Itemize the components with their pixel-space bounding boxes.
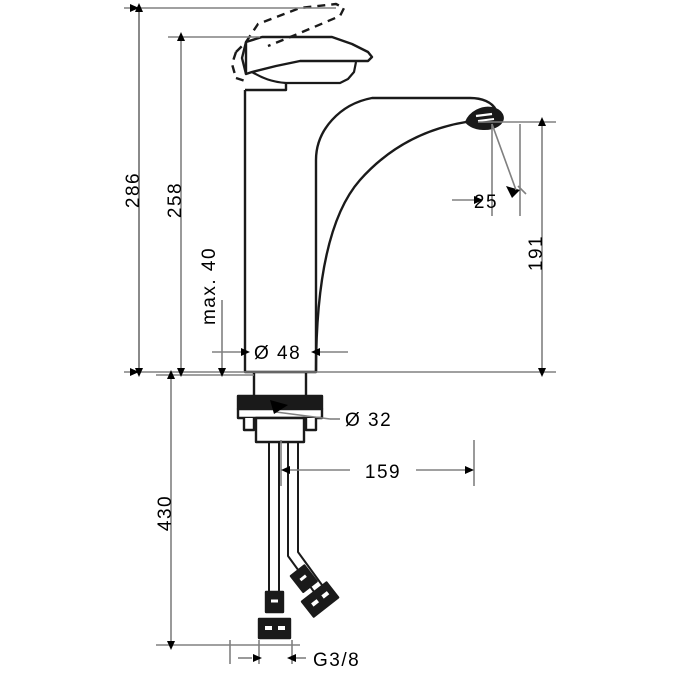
aerator [465,106,504,130]
dim-286-label: 286 [123,172,144,208]
handle-base [245,83,288,92]
dim-258-label: 258 [165,182,186,218]
mounting-shank [252,372,308,396]
spout-inner-curve [314,120,467,373]
lever-handle [244,35,374,76]
handle-open-position-dashed [230,2,346,84]
dimension-lines [124,3,556,664]
dim-d32-label: Ø 32 [345,410,392,431]
hose-left [268,442,280,610]
dim-159-label: 159 [365,462,401,483]
hose-right-connector [300,581,340,618]
mounting-plate-detail [242,418,318,432]
dim-430-label: 430 [155,495,176,531]
handle-neck [240,41,248,75]
faucet-outline [230,2,504,640]
aerator-slot [475,112,493,118]
aerator-slot-2 [477,118,495,122]
dim-191-label: 191 [526,235,547,271]
dim-25-label: 25 [474,192,498,213]
dim-g38-label: G3/8 [313,650,360,671]
hose-right-end [289,564,340,618]
leader-25-slant [491,123,517,191]
hose-left-connector [257,617,292,640]
faucet-body-column [243,90,470,374]
dim-max-40-label: max. 40 [199,247,220,325]
mounting-nut [254,416,306,444]
handle-underside-line [251,61,358,85]
leader-d32 [275,411,331,420]
dim-d48-label: Ø 48 [254,343,301,364]
